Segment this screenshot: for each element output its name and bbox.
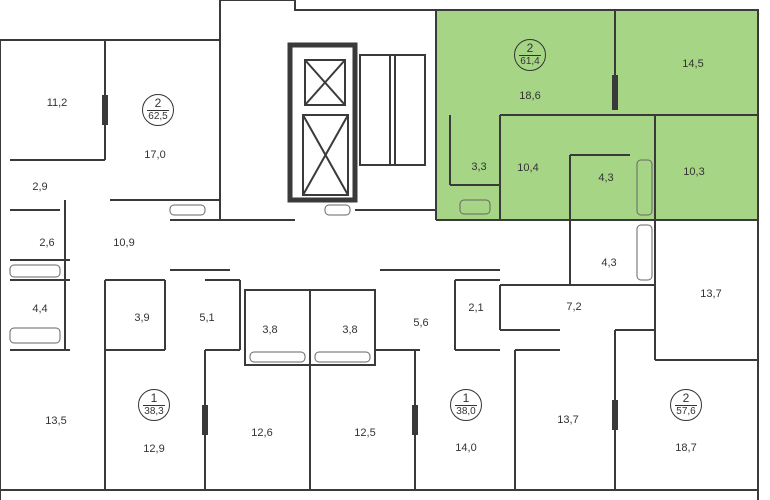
room-area-label: 3,8 (342, 324, 358, 336)
room-area-label: 12,5 (354, 427, 376, 439)
room-area-label: 10,3 (683, 166, 705, 178)
room-area-label: 3,9 (134, 312, 150, 324)
room-area-label: 3,3 (471, 161, 487, 173)
apartment-area: 38,0 (455, 405, 477, 417)
apartment-area: 57,6 (675, 405, 697, 417)
room-area-label: 2,1 (468, 302, 484, 314)
apartment-rooms: 2 (682, 391, 690, 405)
apartment-badge[interactable]: 2 57,6 (670, 389, 702, 421)
apartment-badge[interactable]: 2 62,5 (142, 94, 174, 126)
apartment-rooms: 2 (154, 96, 162, 110)
room-area-label: 10,4 (517, 162, 539, 174)
room-area-label: 3,8 (262, 324, 278, 336)
fixtures (9, 159, 653, 363)
wall-stubs (102, 75, 618, 435)
room-area-label: 18,6 (519, 90, 541, 102)
room-area-label: 13,5 (45, 415, 67, 427)
room-area-label: 12,9 (143, 443, 165, 455)
apartment-badge[interactable]: 2 61,4 (514, 39, 546, 71)
room-area-label: 14,0 (455, 442, 477, 454)
apartment-badge[interactable]: 1 38,0 (450, 389, 482, 421)
apartment-badge[interactable]: 1 38,3 (138, 389, 170, 421)
apartment-rooms: 1 (462, 391, 470, 405)
room-area-label: 13,7 (557, 414, 579, 426)
room-area-label: 4,3 (601, 257, 617, 269)
apartment-area: 61,4 (519, 55, 541, 67)
room-area-label: 13,7 (700, 288, 722, 300)
room-area-label: 5,1 (199, 312, 215, 324)
room-area-label: 12,6 (251, 427, 273, 439)
room-area-label: 11,2 (46, 97, 68, 109)
apartment-rooms: 1 (150, 391, 158, 405)
apartment-area: 62,5 (147, 110, 169, 122)
room-area-label: 18,7 (675, 442, 697, 454)
apartment-area: 38,3 (143, 405, 165, 417)
room-area-label: 2,6 (39, 237, 55, 249)
room-area-label: 5,6 (413, 317, 429, 329)
room-area-label: 4,3 (598, 172, 614, 184)
room-area-label: 7,2 (566, 301, 582, 313)
room-area-label: 4,4 (32, 303, 48, 315)
room-area-label: 2,9 (32, 181, 48, 193)
room-area-label: 14,5 (682, 58, 704, 70)
apartment-rooms: 2 (526, 41, 534, 55)
room-area-label: 17,0 (144, 149, 166, 161)
room-area-label: 10,9 (113, 237, 135, 249)
